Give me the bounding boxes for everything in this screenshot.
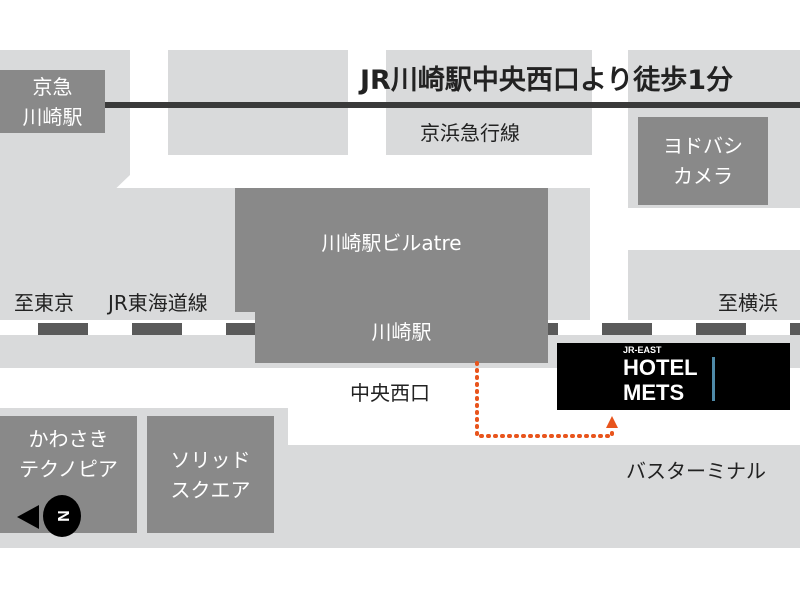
north-arrow-icon: N <box>15 495 95 540</box>
bus-terminal-label: バスターミナル <box>626 459 766 483</box>
route-dotted-line <box>475 361 614 438</box>
label-line: 京急 <box>32 74 73 99</box>
label-line: スクエア <box>170 477 251 502</box>
block-yokohama-side <box>628 250 800 322</box>
to-yokohama-label: 至横浜 <box>718 291 778 315</box>
kawasaki-station: 川崎駅 <box>255 300 548 363</box>
label-line: カメラ <box>673 164 733 188</box>
central-west-exit-label: 中央西口 <box>350 381 430 405</box>
map-title: JR川崎駅中央西口より徒歩1分 <box>360 65 734 96</box>
atre-label: 川崎駅ビルatre <box>321 231 462 255</box>
hotel-mets-sign: JR-EAST HOTEL METS <box>557 343 790 410</box>
label-line: ヨドバシ <box>663 134 743 158</box>
label-line: 川崎駅 <box>22 104 83 129</box>
yodobashi-camera: ヨドバシ カメラ <box>638 117 768 205</box>
station-label: 川崎駅 <box>371 319 432 344</box>
hotel-accent-bar <box>712 357 715 401</box>
atre-building: 川崎駅ビルatre <box>235 188 548 312</box>
block-bus-terminal <box>288 445 800 548</box>
route-arrow-icon <box>606 416 618 428</box>
label-line: テクノピア <box>19 457 118 481</box>
keikyu-rail-line <box>105 102 800 108</box>
label-line: ソリッド <box>170 447 251 472</box>
solid-square: ソリッド スクエア <box>147 416 274 533</box>
compass-circle: N <box>43 495 81 537</box>
north-pointer <box>17 505 39 529</box>
hotel-brand: JR-EAST <box>623 345 662 355</box>
to-tokyo-label: 至東京 <box>14 291 74 315</box>
hotel-name-2: METS <box>623 380 685 405</box>
hotel-name-1: HOTEL <box>623 355 698 380</box>
keikyu-kawasaki-station: 京急 川崎駅 <box>0 70 105 133</box>
tokaido-line-label: JR東海道線 <box>108 291 208 315</box>
label-line: かわさき <box>28 427 109 451</box>
compass-letter: N <box>54 510 71 522</box>
keikyu-line-label: 京浜急行線 <box>420 121 520 145</box>
